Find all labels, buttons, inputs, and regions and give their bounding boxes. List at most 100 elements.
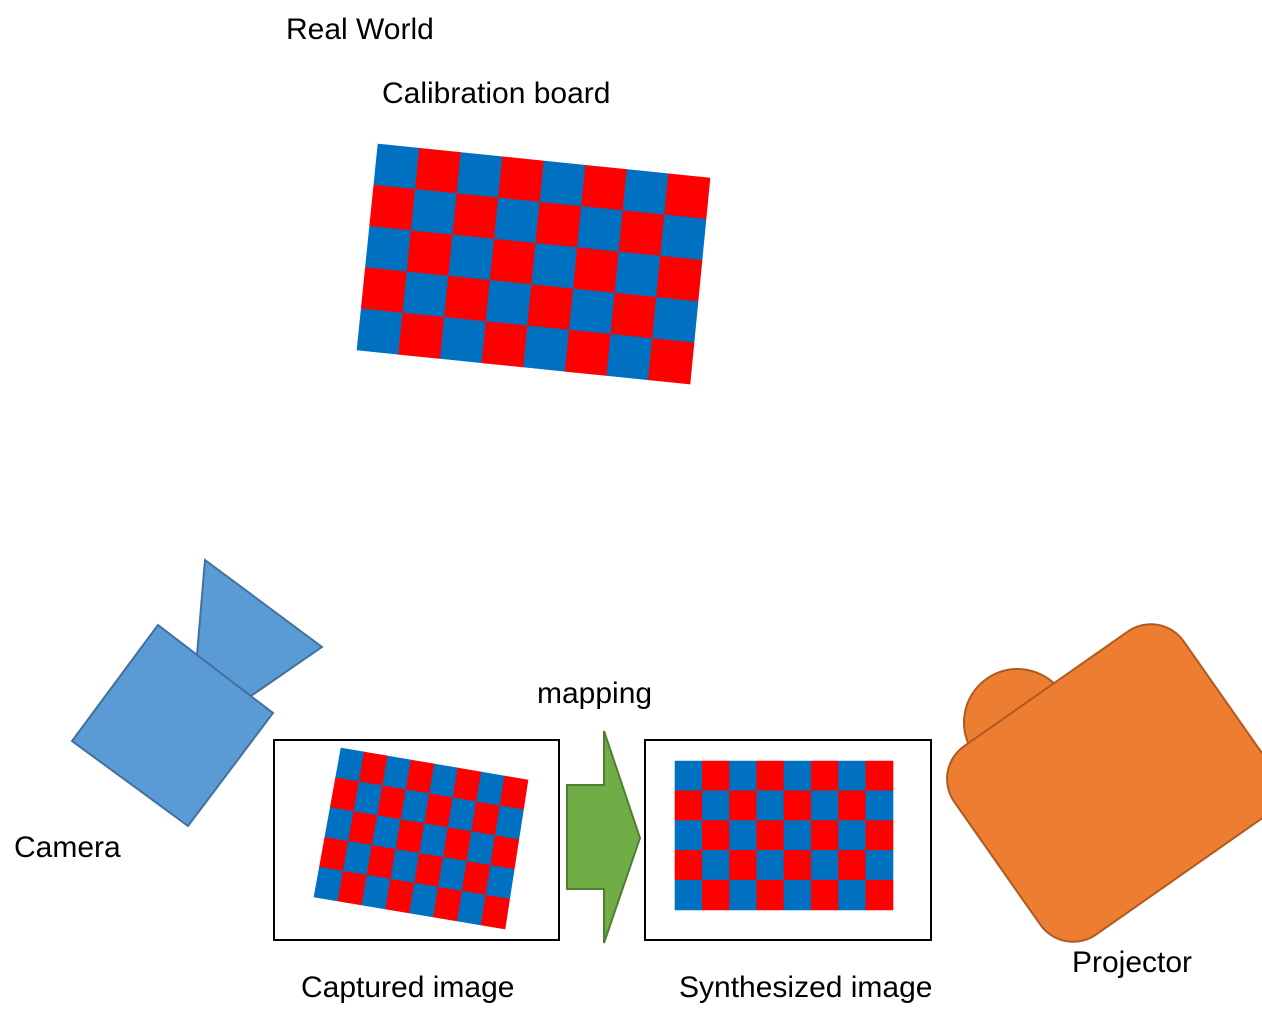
synthesized-board-square xyxy=(810,850,839,881)
calibration-board-square xyxy=(444,275,491,322)
synthesized-board-square xyxy=(701,850,730,881)
synthesized-board-square xyxy=(674,820,703,851)
synthesized-board-square xyxy=(865,760,894,792)
synthesized-board-square xyxy=(756,760,785,792)
synthesized-board-square xyxy=(865,790,894,821)
calibration-board-square xyxy=(622,169,669,216)
synthesized-board-square xyxy=(838,879,867,911)
calibration-board-square xyxy=(356,308,404,355)
calibration-board-square xyxy=(568,288,616,335)
captured-board-square xyxy=(456,890,487,926)
calibration-board-square xyxy=(414,147,462,195)
synthesized-board-square xyxy=(701,760,730,792)
calibration-board-square xyxy=(489,238,537,285)
synthesized-board-square xyxy=(756,850,785,881)
calibration-board-square xyxy=(365,226,412,273)
calibration-board-square xyxy=(572,247,620,294)
calibration-board-square xyxy=(610,292,657,339)
calibration-board-square xyxy=(581,164,628,212)
calibration-board-square xyxy=(656,255,703,302)
synthesized-board-square xyxy=(729,879,758,911)
captured-board-square xyxy=(466,831,496,866)
calibration-board-square xyxy=(373,143,420,190)
calibration-board-square xyxy=(493,197,541,244)
synthesized-board-square xyxy=(865,820,894,851)
calibration-board-square xyxy=(498,156,545,203)
calibration-board-square xyxy=(369,184,416,232)
calibration-board-square xyxy=(535,201,582,249)
synthesized-board-square xyxy=(865,879,894,911)
calibration-board xyxy=(356,143,711,385)
calibration-board-square xyxy=(527,284,574,331)
calibration-board-square xyxy=(360,267,408,314)
captured-board-square xyxy=(461,861,491,896)
synthesized-board-square xyxy=(729,850,758,881)
calibration-board-square xyxy=(410,189,458,236)
synthesized-board-square xyxy=(701,879,730,911)
synthesized-board-square xyxy=(810,790,839,821)
calibration-board-square xyxy=(614,251,661,298)
calibration-board-square xyxy=(564,329,612,376)
projector-icon xyxy=(946,623,1262,943)
calibration-board-square xyxy=(481,321,528,368)
calibration-board-square xyxy=(531,243,578,290)
calibration-board-square xyxy=(660,214,707,261)
calibration-board-square xyxy=(539,160,586,207)
camera-icon xyxy=(70,558,324,828)
captured-board-square xyxy=(433,886,463,922)
right-arrow-icon xyxy=(566,730,642,944)
synthesized-board-square xyxy=(810,760,839,792)
captured-board-square xyxy=(494,805,524,840)
calibration-board-square xyxy=(523,325,570,372)
calibration-board-square xyxy=(448,234,495,281)
synthesized-board-square xyxy=(701,790,730,821)
calibration-board-square xyxy=(664,173,711,220)
captured-board-square xyxy=(437,857,468,892)
calibration-board-square xyxy=(606,333,653,381)
calibration-board-square xyxy=(398,312,445,359)
synthesized-board-square xyxy=(729,790,758,821)
calibration-board-square xyxy=(456,152,503,199)
calibration-board-square xyxy=(648,338,695,385)
synthesized-image-checkerboard xyxy=(674,760,894,911)
synthesized-board-square xyxy=(783,760,812,792)
calibration-board-square xyxy=(402,271,449,318)
synthesized-board-square xyxy=(810,879,839,911)
synthesized-board-square xyxy=(838,820,867,851)
synthesized-board-square xyxy=(783,790,812,821)
synthesized-board-square xyxy=(729,760,758,792)
label-projector: Projector xyxy=(1072,946,1193,979)
label-captured-image: Captured image xyxy=(301,971,515,1004)
calibration-board-square xyxy=(652,297,699,344)
synthesized-board-square xyxy=(783,879,812,911)
label-mapping: mapping xyxy=(537,677,653,710)
synthesized-board-square xyxy=(783,850,812,881)
synthesized-board-square xyxy=(756,820,785,851)
calibration-board-square xyxy=(406,230,454,277)
label-calibration-board: Calibration board xyxy=(382,77,611,110)
captured-board-square xyxy=(471,801,501,836)
captured-image-checkerboard xyxy=(313,747,529,930)
title-real-world: Real World xyxy=(286,13,434,46)
synthesized-board-square xyxy=(865,850,894,881)
synthesized-board-square xyxy=(756,790,785,821)
captured-board-square xyxy=(480,894,510,930)
synthesized-board-square xyxy=(701,820,730,851)
label-synthesized-image: Synthesized image xyxy=(679,971,933,1004)
captured-board-square xyxy=(442,827,472,862)
captured-board-square xyxy=(485,865,515,900)
calibration-board-square xyxy=(485,280,533,327)
synthesized-board-square xyxy=(674,760,703,792)
label-camera: Camera xyxy=(14,831,121,864)
synthesized-board-square xyxy=(783,820,812,851)
synthesized-board-square xyxy=(674,850,703,881)
synthesized-board-square xyxy=(756,879,785,911)
synthesized-board-square xyxy=(729,820,758,851)
calibration-board-square xyxy=(439,316,487,364)
synthesized-board-square xyxy=(674,790,703,821)
calibration-board-square xyxy=(618,210,665,257)
captured-board-square xyxy=(490,835,520,870)
calibration-board-square xyxy=(577,206,624,253)
synthesized-board-square xyxy=(838,850,867,881)
